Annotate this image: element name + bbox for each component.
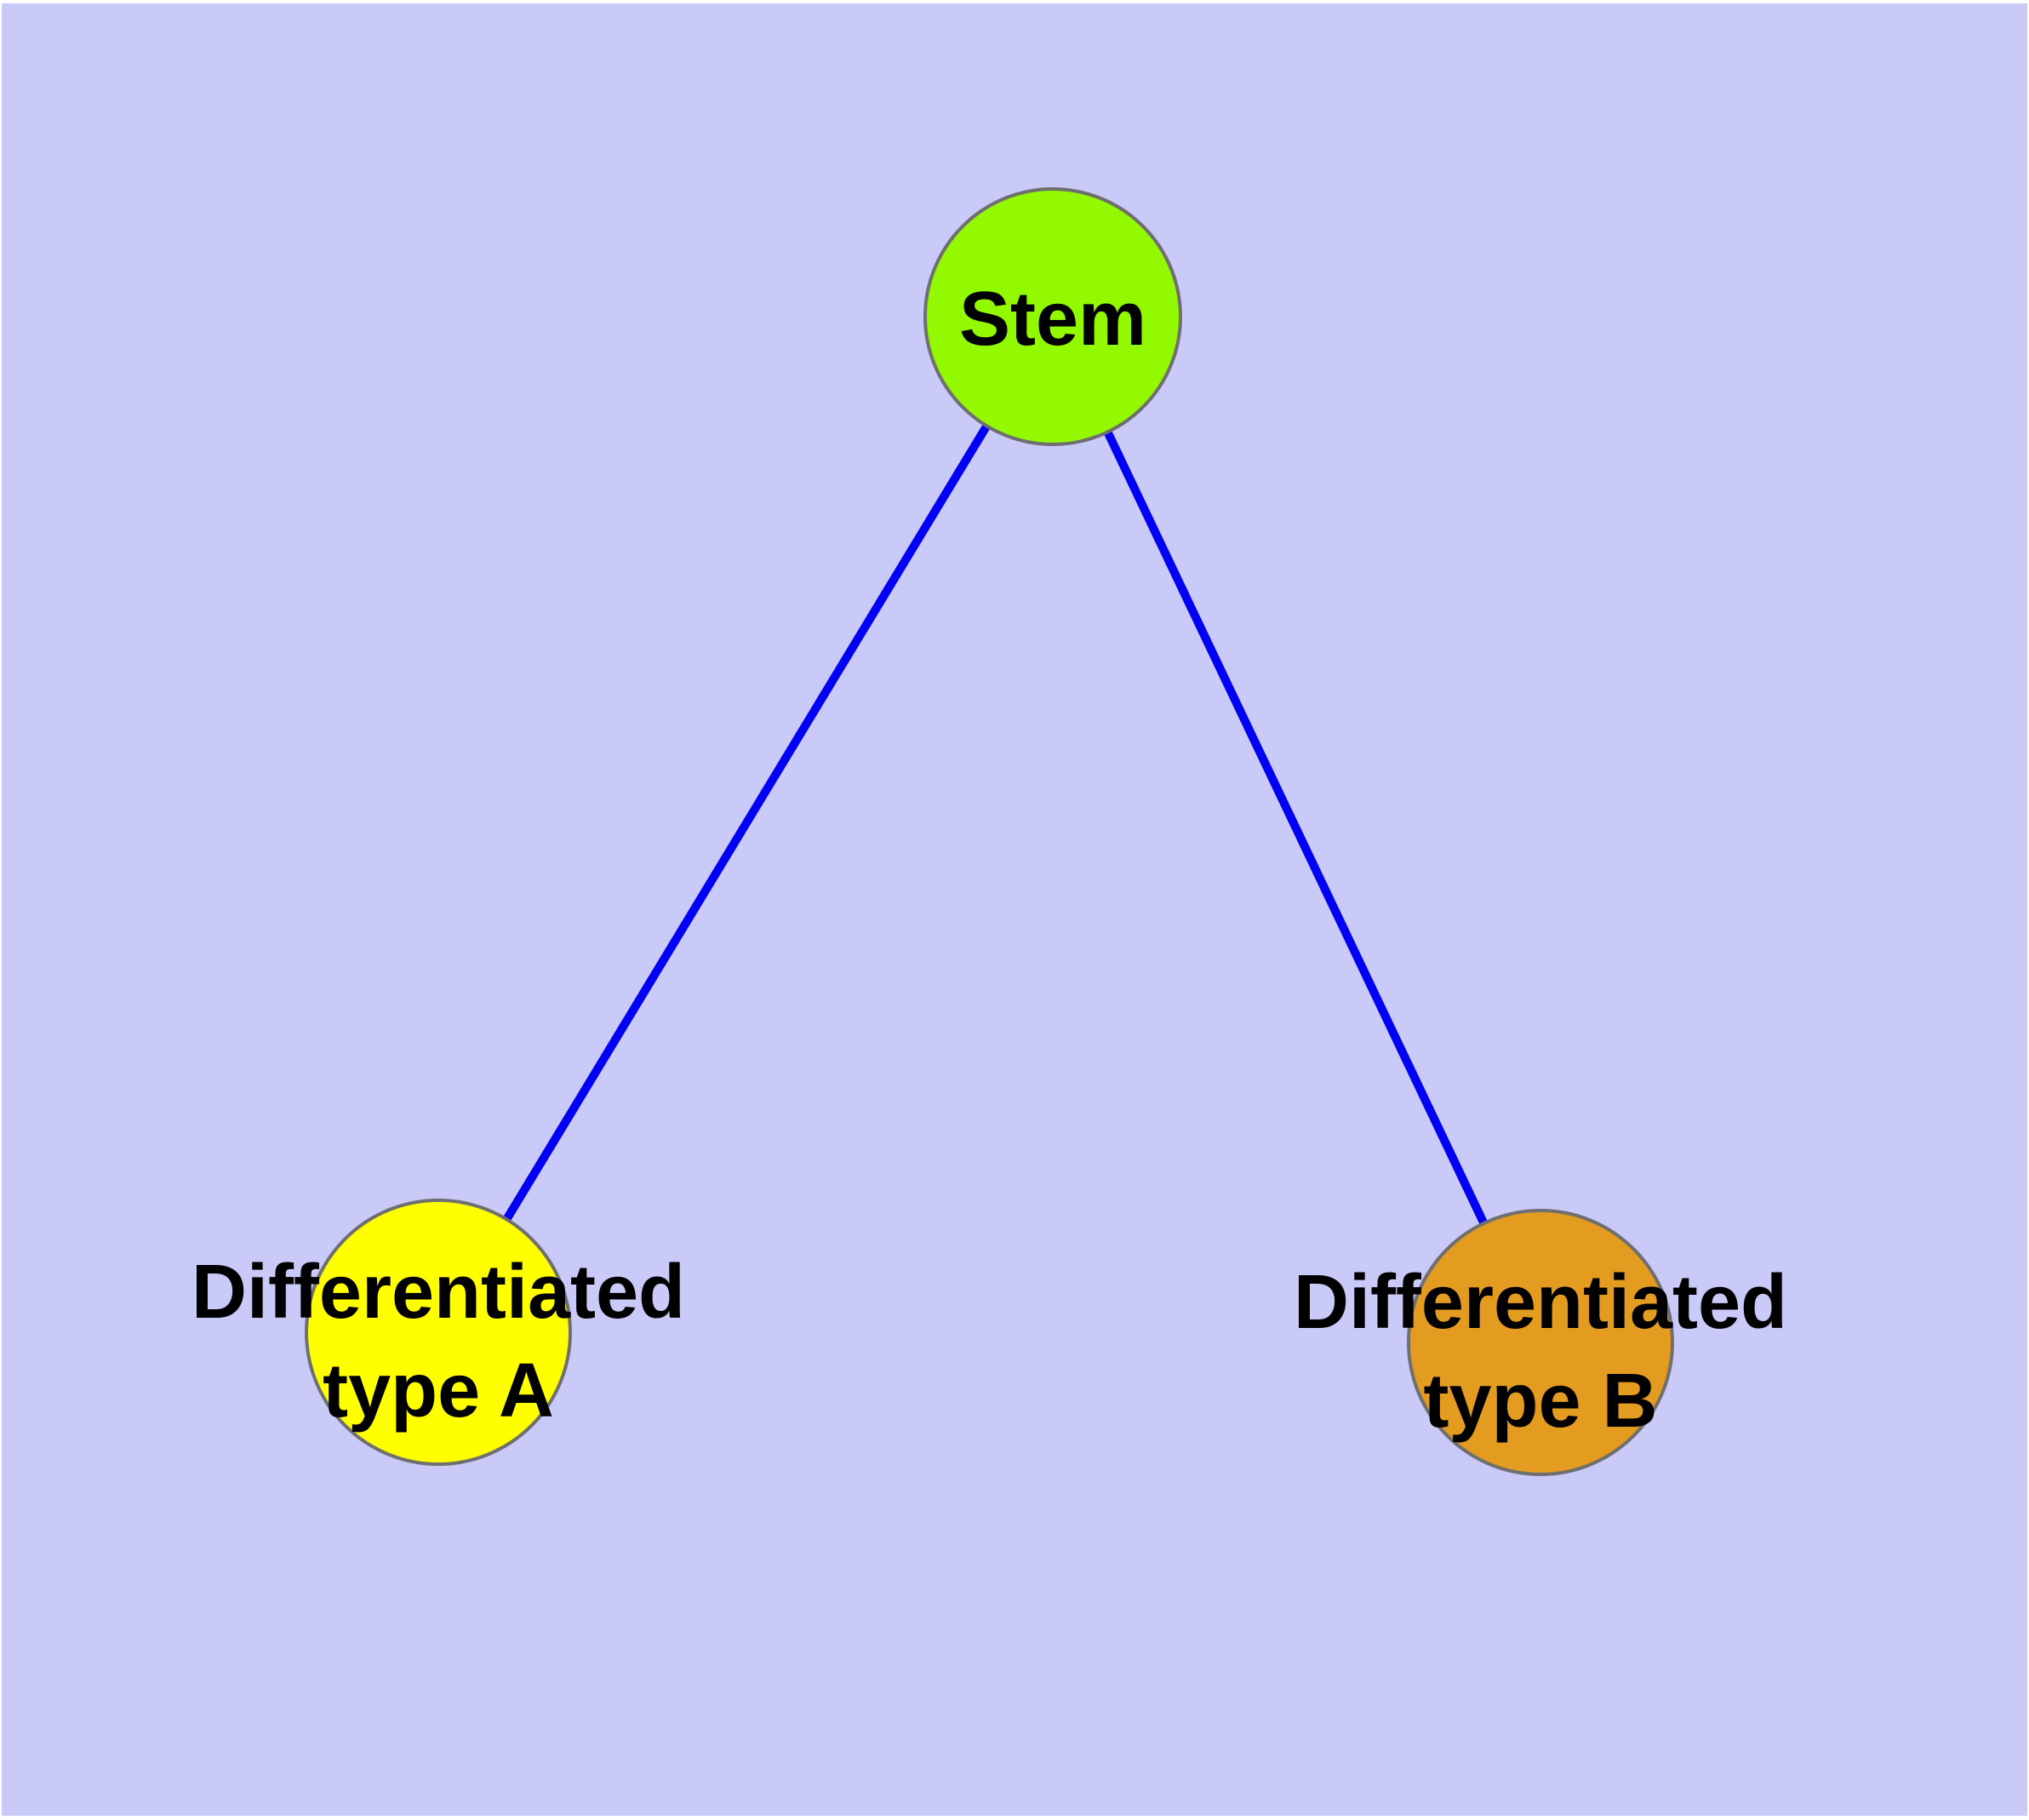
- node-type-a-circle: [305, 1199, 572, 1466]
- node-type-a-label-line2: type A: [323, 1348, 554, 1434]
- edge-stem-to-type-a: [434, 314, 1057, 1335]
- node-type-a-label-line1: Differentiated: [191, 1250, 685, 1335]
- node-type-b-circle: [1407, 1209, 1674, 1476]
- edge-stem-to-type-b: [1049, 314, 1545, 1345]
- node-stem-circle: [923, 187, 1182, 446]
- node-stem-label: Stem: [959, 277, 1146, 362]
- node-type-b-label-line2: type B: [1423, 1359, 1657, 1444]
- node-type-b-label-line1: Differentiated: [1294, 1260, 1787, 1345]
